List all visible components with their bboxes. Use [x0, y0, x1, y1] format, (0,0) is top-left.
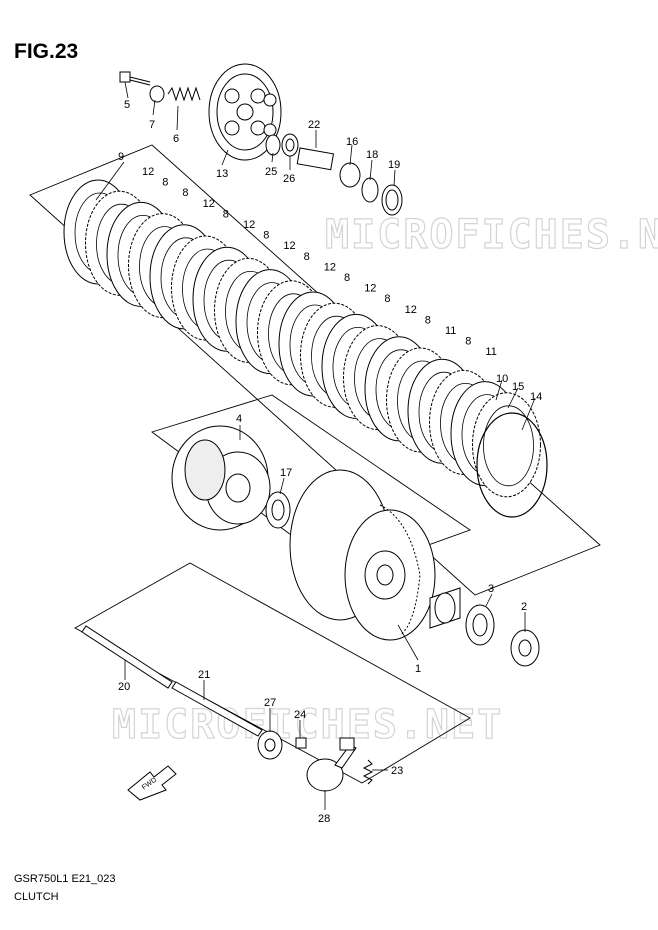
callout-7: 7 [149, 119, 155, 131]
callout-21: 21 [198, 669, 210, 681]
plate-callout: 8 [465, 336, 471, 348]
push-rods [81, 625, 263, 737]
plate-callout: 12 [364, 283, 376, 295]
plate-callout: 8 [162, 177, 168, 189]
plate-callout: 12 [324, 261, 336, 273]
plate-callout: 8 [425, 314, 431, 326]
callout-5: 5 [124, 99, 130, 111]
bolt-and-spring [119, 71, 201, 103]
figure-code: GSR750L1 E21_023 [14, 873, 116, 885]
plate-callout: 11 [445, 325, 456, 337]
callout-19: 19 [388, 159, 400, 171]
plate-callout: 12 [243, 219, 255, 231]
plate-callout: 11 [485, 346, 496, 358]
clutch-housing [289, 469, 436, 641]
callout-26: 26 [283, 173, 295, 185]
release-bolt [295, 737, 307, 749]
plate-callout: 8 [182, 187, 188, 199]
plate-callout: 12 [283, 240, 295, 252]
clutch-plate-inner [483, 405, 534, 487]
watermark-bottom: MICROFICHES.NET [112, 702, 503, 748]
callout-2: 2 [521, 601, 527, 613]
callout-20: 20 [118, 681, 130, 693]
plate-callout: 12 [142, 166, 154, 178]
callout-13: 13 [216, 168, 228, 180]
callout-18: 18 [366, 149, 378, 161]
callout-16: 16 [346, 136, 358, 148]
figure-title: FIG.23 [14, 40, 79, 63]
callout-3: 3 [488, 583, 494, 595]
plate-callout: 12 [405, 304, 417, 316]
callout-27: 27 [264, 697, 276, 709]
clutch-plate [472, 392, 541, 498]
callout-24: 24 [294, 709, 306, 721]
release-parts [265, 133, 403, 216]
spacer-and-bearing [429, 587, 540, 667]
callout-17: 17 [280, 467, 292, 479]
callout-22: 22 [308, 119, 320, 131]
callout-25: 25 [265, 166, 277, 178]
clutch-plate-stack [63, 179, 548, 518]
plate-stack-frame [29, 144, 601, 596]
plate-callout: 8 [223, 208, 229, 220]
plate-callout: 12 [203, 198, 215, 210]
callout-15: 15 [512, 381, 524, 393]
figure-caption: CLUTCH [14, 891, 59, 903]
callout-10: 10 [496, 373, 508, 385]
plate-callout: 8 [304, 251, 310, 263]
callout-14: 14 [530, 391, 542, 403]
release-cam [306, 737, 357, 792]
plate-callouts: 12 8 8 12 8 12 8 12 8 12 8 12 8 12 8 11 8 11 [142, 166, 497, 358]
callout-28: 28 [318, 813, 330, 825]
clutch-sleeve-hub [171, 425, 271, 531]
watermark-top: MICROFICHES.NET [325, 212, 658, 258]
plate-callout: 8 [384, 293, 390, 305]
callout-4: 4 [236, 413, 242, 425]
plate-callout: 8 [344, 272, 350, 284]
fwd-arrow-icon: FWD [127, 765, 177, 801]
plate-callout: 8 [263, 230, 269, 242]
return-spring [362, 759, 374, 785]
callout-1: 1 [415, 663, 421, 675]
wire-ring [476, 412, 548, 518]
pressure-plate [208, 63, 282, 161]
callout-6: 6 [173, 133, 179, 145]
callout-9: 9 [118, 151, 124, 163]
callout-23: 23 [391, 765, 403, 777]
